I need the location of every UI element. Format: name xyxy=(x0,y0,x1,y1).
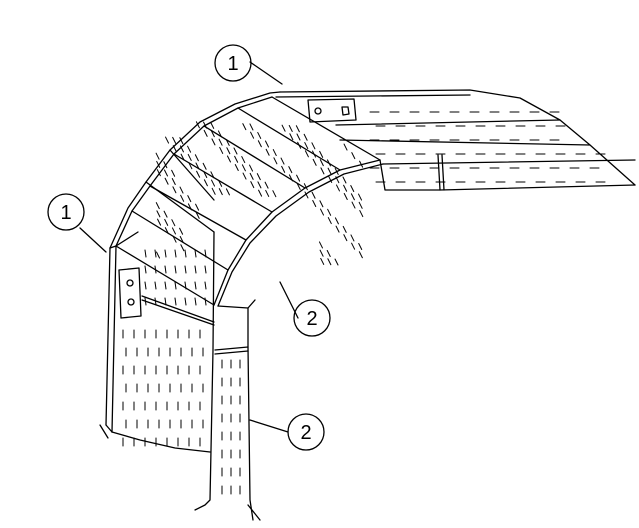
callout-1-top: 1 xyxy=(214,44,252,82)
ground-lines xyxy=(99,424,261,521)
callout-1-left: 1 xyxy=(47,193,85,231)
arch-inner-edge xyxy=(213,159,384,307)
callout-2-bend: 2 xyxy=(293,299,331,337)
callout-2-bend-label: 2 xyxy=(306,308,317,330)
splice-plate-left xyxy=(118,267,142,319)
right-vertical-tray xyxy=(214,299,256,521)
upper-horizontal-tray xyxy=(275,89,636,191)
tray-texture-hatching xyxy=(122,111,606,495)
arch-outer-edge xyxy=(109,91,281,249)
callout-2-vertical: 2 xyxy=(287,413,325,451)
left-vertical-tray xyxy=(105,231,215,511)
arch-segment-dividers xyxy=(115,96,381,306)
callout-1-left-label: 1 xyxy=(60,202,71,224)
splice-plate-top xyxy=(307,98,357,123)
callout-2-vertical-label: 2 xyxy=(300,422,311,444)
callout-1-top-label: 1 xyxy=(227,53,238,75)
